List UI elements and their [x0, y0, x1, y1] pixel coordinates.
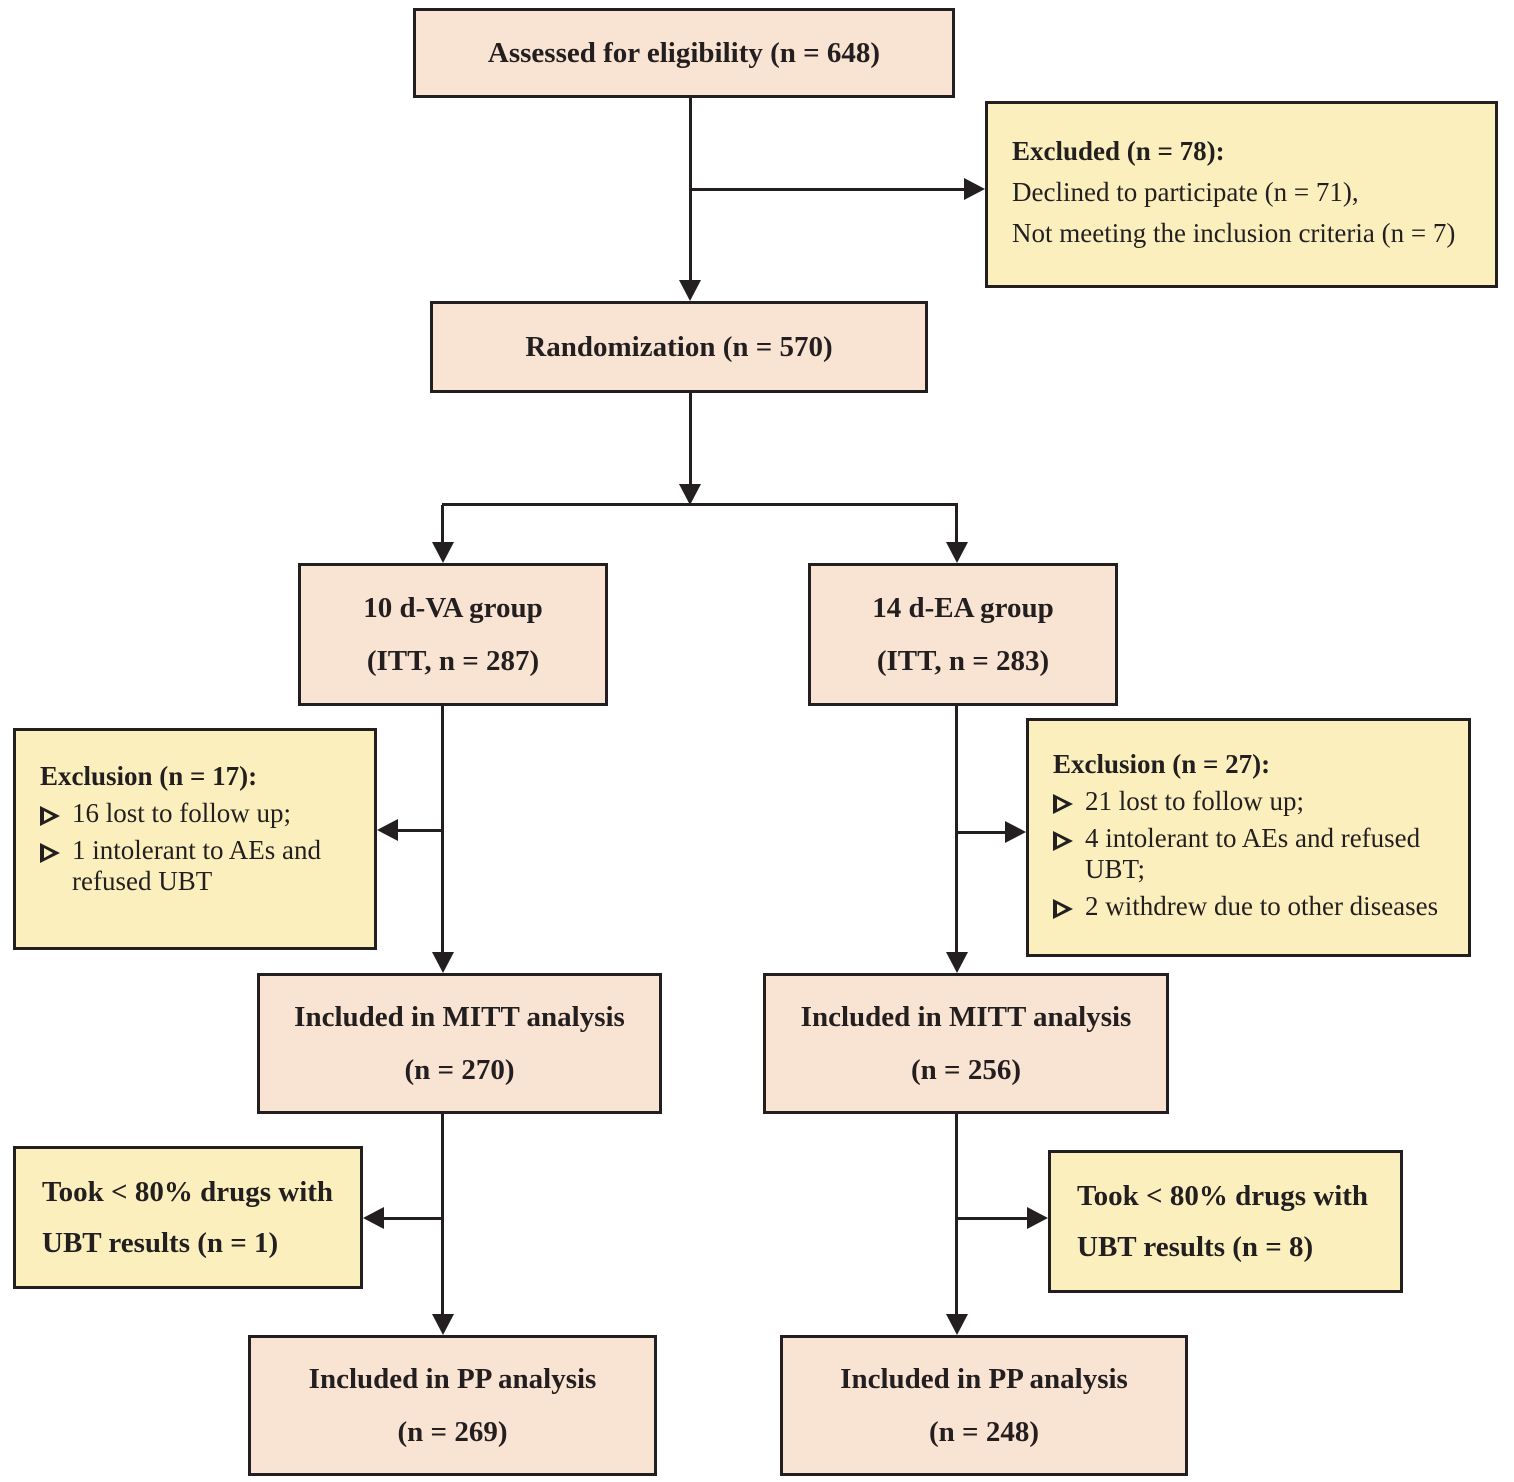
arrow-down-icon [946, 1314, 968, 1335]
arrow-right-icon [964, 178, 985, 200]
arrow-down-icon [946, 542, 968, 563]
exclusion-ea-box: Exclusion (n = 27): 21 lost to follow up… [1026, 718, 1471, 957]
group-va-name: 10 d-VA group [363, 591, 543, 624]
connector-to-took-va [383, 1217, 444, 1220]
group-ea-name: 14 d-EA group [872, 591, 1054, 624]
connector-to-exclusion-ea [956, 831, 1007, 834]
exclusion-va-box: Exclusion (n = 17): 16 lost to follow up… [13, 728, 377, 950]
arrowhead-bullet-icon [1053, 831, 1075, 853]
connector-split-to-group-va [441, 505, 444, 543]
connector-randomization-to-split [689, 393, 692, 486]
arrowhead-bullet-icon [40, 806, 62, 828]
took-va-box: Took < 80% drugs with UBT results (n = 1… [13, 1146, 363, 1289]
connector-mitt-ea-to-pp [955, 1114, 958, 1315]
connector-to-took-ea [956, 1217, 1029, 1220]
mitt-ea-label: Included in MITT analysis [800, 1000, 1132, 1033]
arrowhead-bullet-icon [1053, 899, 1075, 921]
arrowhead-bullet-icon [40, 843, 62, 865]
excluded-title: Excluded (n = 78): [1012, 136, 1225, 166]
mitt-va-box: Included in MITT analysis (n = 270) [257, 973, 662, 1114]
pp-va-box: Included in PP analysis (n = 269) [248, 1335, 657, 1476]
took-va-line1: Took < 80% drugs with [42, 1175, 334, 1208]
connector-mitt-va-to-pp [441, 1114, 444, 1315]
took-ea-line1: Took < 80% drugs with [1077, 1179, 1369, 1212]
arrowhead-bullet-icon [1053, 794, 1075, 816]
connector-split-to-group-ea [955, 505, 958, 543]
randomization-box: Randomization (n = 570) [430, 301, 928, 393]
exclusion-ea-item: 2 withdrew due to other diseases [1053, 891, 1444, 922]
exclusion-va-item: 16 lost to follow up; [40, 798, 350, 829]
arrow-right-icon [1005, 821, 1026, 843]
mitt-ea-count: (n = 256) [911, 1053, 1021, 1086]
pp-ea-label: Included in PP analysis [840, 1362, 1128, 1395]
took-va-line2: UBT results (n = 1) [42, 1226, 279, 1259]
arrow-down-icon [432, 952, 454, 973]
connector-to-exclusion-va [397, 829, 444, 832]
group-va-box: 10 d-VA group (ITT, n = 287) [298, 563, 608, 706]
took-ea-line2: UBT results (n = 8) [1077, 1230, 1314, 1263]
pp-ea-box: Included in PP analysis (n = 248) [780, 1335, 1188, 1476]
arrow-left-icon [377, 819, 398, 841]
mitt-ea-box: Included in MITT analysis (n = 256) [763, 973, 1169, 1114]
pp-ea-count: (n = 248) [929, 1415, 1039, 1448]
exclusion-ea-item: 21 lost to follow up; [1053, 786, 1444, 817]
took-ea-box: Took < 80% drugs with UBT results (n = 8… [1048, 1150, 1403, 1293]
arrow-down-icon [432, 542, 454, 563]
arrow-right-icon [1027, 1207, 1048, 1229]
arrow-down-icon [679, 280, 701, 301]
arrow-down-icon [679, 484, 701, 505]
exclusion-ea-title: Exclusion (n = 27): [1053, 749, 1271, 779]
arrow-down-icon [946, 952, 968, 973]
group-ea-box: 14 d-EA group (ITT, n = 283) [808, 563, 1118, 706]
group-va-count: (ITT, n = 287) [366, 644, 540, 677]
exclusion-ea-item: 4 intolerant to AEs and refused UBT; [1053, 823, 1444, 885]
connector-group-ea-to-mitt [955, 706, 958, 953]
exclusion-va-item: 1 intolerant to AEs and refused UBT [40, 835, 350, 897]
mitt-va-label: Included in MITT analysis [294, 1000, 625, 1033]
connector-to-excluded [690, 188, 966, 191]
arrow-down-icon [432, 1314, 454, 1335]
mitt-va-count: (n = 270) [404, 1053, 515, 1086]
excluded-box: Excluded (n = 78): Declined to participa… [985, 101, 1498, 288]
pp-va-count: (n = 269) [397, 1415, 508, 1448]
assessed-box: Assessed for eligibility (n = 648) [413, 8, 955, 98]
excluded-reason: Not meeting the inclusion criteria (n = … [1012, 218, 1456, 248]
assessed-label: Assessed for eligibility (n = 648) [487, 36, 881, 69]
pp-va-label: Included in PP analysis [308, 1362, 597, 1395]
excluded-reason: Declined to participate (n = 71), [1012, 177, 1359, 207]
exclusion-va-title: Exclusion (n = 17): [40, 761, 258, 791]
split-line [442, 503, 958, 506]
group-ea-count: (ITT, n = 283) [876, 644, 1050, 677]
randomization-label: Randomization (n = 570) [525, 330, 833, 363]
arrow-left-icon [363, 1207, 384, 1229]
